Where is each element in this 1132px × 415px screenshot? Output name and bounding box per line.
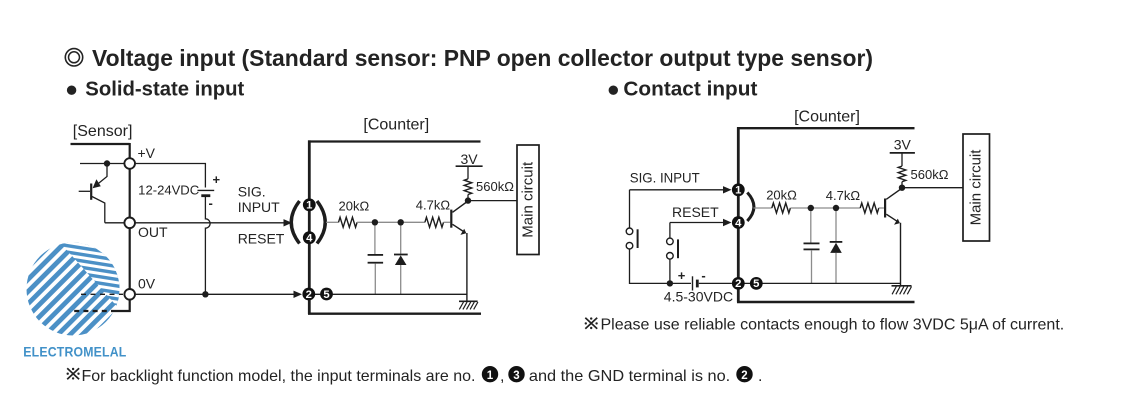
- svg-text:[Sensor]: [Sensor]: [73, 123, 133, 140]
- svg-text:1: 1: [735, 185, 741, 197]
- svg-text:Voltage input (Standard sensor: Voltage input (Standard sensor: PNP open…: [92, 45, 873, 71]
- svg-text:4.7kΩ: 4.7kΩ: [826, 188, 861, 203]
- svg-text:SIG.: SIG.: [238, 183, 266, 199]
- svg-text:ELECTROMELAL: ELECTROMELAL: [23, 345, 126, 360]
- svg-text:2: 2: [735, 278, 741, 290]
- svg-text:560kΩ: 560kΩ: [476, 179, 514, 194]
- svg-text:Main circuit: Main circuit: [520, 161, 537, 238]
- svg-text:[Counter]: [Counter]: [363, 117, 429, 134]
- svg-text:5: 5: [753, 278, 759, 290]
- svg-text:and the GND terminal is no.: and the GND terminal is no.: [529, 368, 730, 385]
- svg-text:2: 2: [741, 370, 747, 382]
- svg-text:0V: 0V: [138, 275, 156, 291]
- svg-text:12-24VDC: 12-24VDC: [138, 182, 199, 197]
- svg-text:INPUT: INPUT: [238, 199, 280, 215]
- svg-text:3V: 3V: [460, 151, 478, 167]
- svg-text:4: 4: [306, 233, 313, 245]
- svg-text:Contact input: Contact input: [623, 78, 757, 100]
- svg-text:3V: 3V: [894, 137, 912, 153]
- svg-text:5: 5: [323, 289, 329, 301]
- svg-text:+: +: [678, 268, 686, 283]
- svg-text:Solid-state input: Solid-state input: [85, 78, 244, 100]
- svg-text:-: -: [701, 268, 705, 283]
- svg-text:4: 4: [735, 217, 742, 229]
- svg-text:2: 2: [306, 289, 312, 301]
- svg-text:.: .: [758, 368, 762, 385]
- svg-text:20kΩ: 20kΩ: [766, 188, 797, 203]
- svg-text:20kΩ: 20kΩ: [339, 198, 370, 213]
- svg-text:4.5-30VDC: 4.5-30VDC: [664, 289, 733, 305]
- svg-text:+: +: [213, 172, 221, 187]
- svg-text:Main circuit: Main circuit: [968, 149, 985, 226]
- svg-text:4.7kΩ: 4.7kΩ: [416, 197, 451, 212]
- svg-text:1: 1: [306, 200, 312, 212]
- svg-text:3: 3: [513, 370, 519, 382]
- svg-text:-: -: [209, 196, 213, 211]
- svg-text:[Counter]: [Counter]: [794, 108, 860, 125]
- svg-text:,: ,: [500, 368, 504, 385]
- svg-text:RESET: RESET: [672, 204, 719, 220]
- svg-text:SIG. INPUT: SIG. INPUT: [630, 169, 700, 185]
- svg-text:RESET: RESET: [238, 231, 285, 247]
- svg-text:+V: +V: [138, 145, 156, 161]
- svg-text:560kΩ: 560kΩ: [911, 167, 949, 182]
- svg-text:Please use reliable contacts e: Please use reliable contacts enough to f…: [601, 317, 1065, 334]
- svg-text:OUT: OUT: [138, 224, 168, 240]
- svg-text:For backlight function model,: For backlight function model, the input …: [82, 368, 476, 385]
- svg-text:1: 1: [487, 370, 494, 382]
